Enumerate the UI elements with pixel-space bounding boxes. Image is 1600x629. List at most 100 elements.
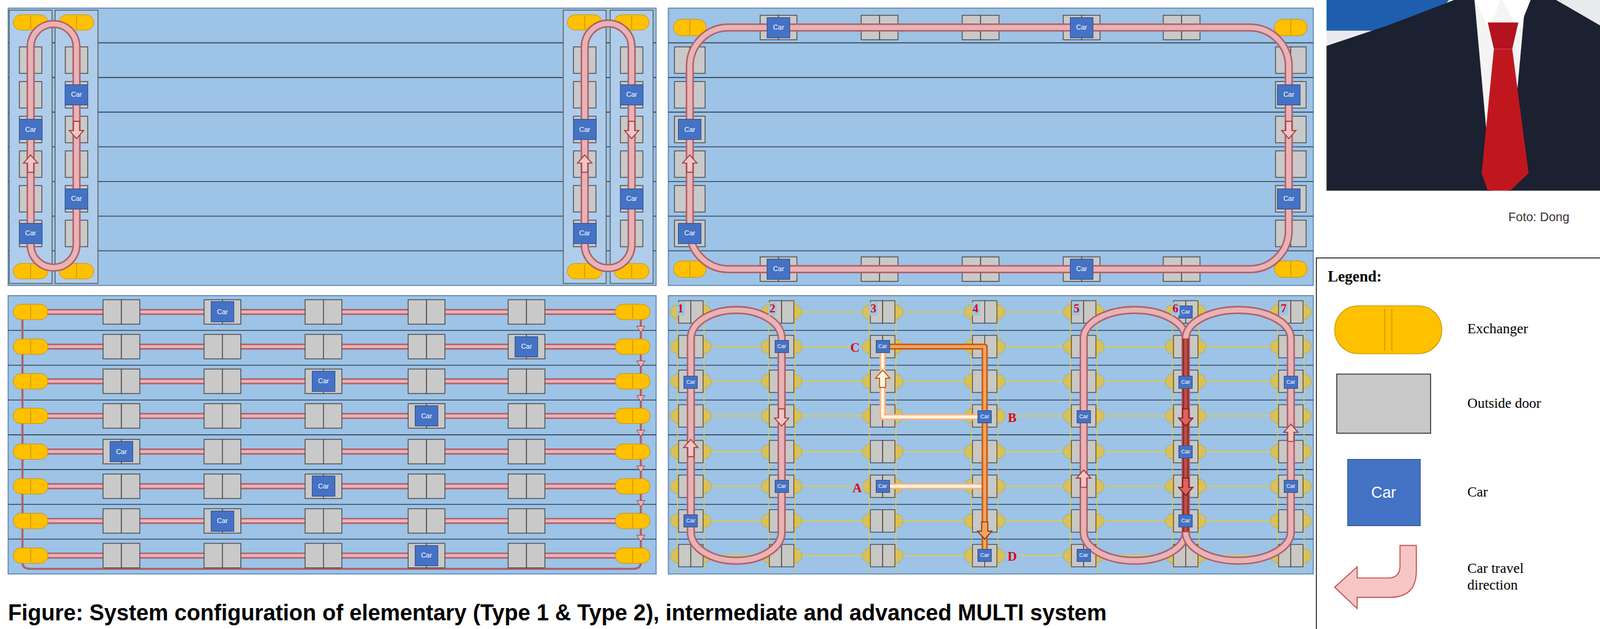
car-box: Car (64, 84, 89, 106)
car-box: Car (683, 514, 698, 528)
outside-door (121, 403, 140, 429)
exchanger (615, 444, 650, 460)
car-box: Car (311, 371, 336, 392)
travel-arrow (624, 121, 639, 139)
exchanger-divider (632, 305, 633, 320)
outside-door (408, 334, 427, 360)
floor-line (668, 181, 1313, 182)
floor-line (8, 215, 656, 217)
floor-line (8, 250, 656, 251)
outside-door (526, 509, 545, 534)
exchanger (615, 408, 650, 425)
outside-door (507, 439, 527, 465)
floor-line (8, 42, 656, 44)
car-box: Car (573, 223, 597, 245)
outside-door (526, 543, 545, 569)
exchanger (761, 339, 802, 354)
outside-door (507, 509, 527, 534)
outside-door (408, 300, 427, 325)
floor-line (8, 400, 656, 401)
car-label: Car (1076, 265, 1088, 273)
car-label: Car (684, 126, 696, 134)
car-label: Car (216, 517, 229, 525)
floor-line (8, 504, 656, 505)
exchanger-divider (632, 514, 633, 529)
exchanger-divider (632, 340, 633, 354)
legend-text: Exchanger (1467, 321, 1528, 338)
car-label: Car (70, 91, 82, 98)
photo-jacket (1326, 0, 1492, 191)
exchanger (13, 513, 49, 529)
car-label: Car (1286, 483, 1296, 490)
outside-door (204, 369, 223, 394)
exchanger-divider (689, 261, 691, 277)
car-box: Car (1076, 410, 1091, 424)
car-label: Car (420, 552, 433, 560)
exchanger (673, 261, 707, 278)
travel-arrow (977, 522, 992, 540)
outside-door (305, 509, 324, 534)
outside-door (121, 300, 140, 325)
car-box: Car (683, 375, 698, 389)
car-label: Car (772, 24, 784, 31)
exchanger-divider (631, 16, 632, 30)
car-label: Car (579, 229, 591, 237)
car-box: Car (1178, 305, 1193, 319)
outside-door (222, 369, 241, 394)
floor-line (8, 77, 656, 78)
small-arrow (636, 361, 645, 368)
car-box: Car (210, 510, 235, 532)
exchanger (615, 373, 650, 389)
car-box: Car (875, 340, 890, 354)
outside-door (507, 543, 527, 569)
small-arrow (636, 500, 645, 507)
car-box: Car (109, 441, 134, 463)
travel-arrow (1076, 470, 1091, 488)
car-label: Car (25, 229, 37, 237)
exchanger-divider (632, 549, 633, 563)
exchanger-divider (632, 374, 633, 389)
column-number: 6 (1171, 302, 1181, 316)
car-box: Car (414, 545, 439, 567)
car-box: Car (19, 223, 43, 245)
car-label: Car (115, 448, 127, 456)
exchanger-divider (30, 549, 31, 563)
column-number: 1 (676, 302, 686, 316)
outside-door (507, 403, 527, 429)
legend-box (1316, 258, 1600, 629)
outside-door (204, 543, 223, 569)
outside-door (526, 300, 545, 325)
exchanger-swatch (1334, 305, 1443, 354)
car-box: Car (677, 223, 702, 245)
outside-door (526, 369, 545, 394)
exchanger (13, 304, 49, 320)
exchanger (615, 478, 650, 495)
outside-door (222, 543, 241, 569)
outside-door (1290, 300, 1303, 323)
panel (668, 295, 1313, 575)
outside-door (204, 403, 223, 429)
car-label: Car (686, 518, 696, 524)
exchanger-divider (1384, 308, 1385, 351)
panel (8, 295, 656, 575)
small-arrow (636, 326, 645, 333)
travel-arrow (1283, 424, 1298, 442)
photo-tie (1487, 22, 1519, 49)
outside-door (1290, 151, 1307, 178)
car-box: Car (573, 118, 597, 140)
car-box: Car (875, 480, 890, 494)
car-label: Car (579, 126, 591, 134)
outside-door (882, 300, 895, 323)
outside-door (102, 473, 122, 499)
legend-car-sample: Car (1347, 459, 1421, 527)
floor-line (8, 539, 656, 540)
outside-door (323, 403, 343, 429)
outside-door (870, 440, 883, 463)
exchanger (964, 548, 1006, 563)
floor-line (668, 250, 1313, 251)
exchanger (670, 514, 712, 529)
outside-door (222, 403, 241, 429)
small-arrow (636, 430, 645, 437)
car-label: Car (626, 91, 638, 98)
